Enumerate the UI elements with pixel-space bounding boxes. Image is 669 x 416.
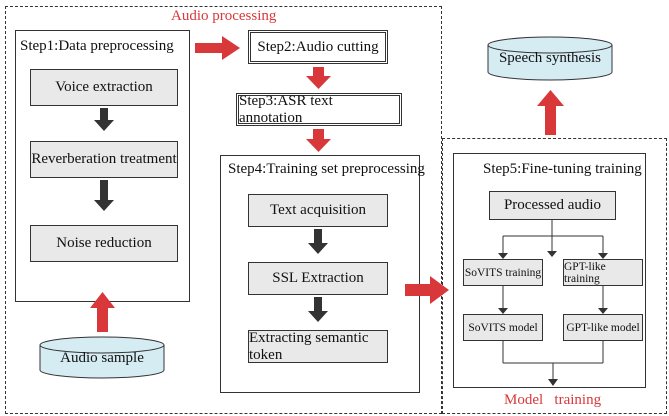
step4-item-text-acquisition: Text acquisition: [248, 194, 388, 227]
step1-dark-arrows: [94, 108, 114, 211]
arrow-text-to-ssl: [308, 229, 328, 254]
gpt-training-box: GPT-like training: [563, 259, 643, 286]
arrow-step5-to-synthesis: [537, 90, 564, 135]
arrow-ssl-to-semantic: [308, 297, 328, 322]
step3-box: Step3:ASR text annotation: [236, 93, 402, 126]
step5-title: Step5:Fine-tuning training: [483, 161, 642, 177]
arrow-step2-to-step3: [306, 67, 331, 89]
step1-item-noise-reduction: Noise reduction: [30, 225, 178, 262]
sovits-training-box: SoVITS training: [463, 259, 543, 286]
audio-sample-cylinder: [39, 336, 165, 379]
audio-processing-title: Audio processing: [167, 8, 281, 25]
model-training-region: [442, 138, 667, 414]
step4-title: Step4:Training set preprocessing: [228, 161, 425, 177]
speech-synthesis-label: Speech synthesis: [498, 50, 602, 66]
arrow-voice-to-reverb: [94, 108, 114, 131]
step2-box: Step2:Audio cutting: [248, 30, 388, 64]
step1-item-reverberation: Reverberation treatment: [30, 141, 178, 178]
processed-audio-box: Processed audio: [489, 191, 616, 220]
step1-item-voice-extraction: Voice extraction: [30, 69, 178, 106]
arrow-sample-to-step1: [90, 292, 115, 332]
arrow-step4-to-step5: [405, 276, 449, 304]
step5-connectors: [502, 220, 604, 380]
audio-sample-label: Audio sample: [60, 350, 144, 366]
speech-synthesis-cylinder: [487, 36, 613, 81]
audio-processing-region: [5, 6, 442, 414]
step5-arrowheads: [498, 251, 608, 386]
step4-dark-arrows: [308, 229, 328, 322]
arrow-step1-to-step2: [195, 36, 240, 60]
step4-item-semantic-token: Extracting semantic token: [248, 330, 388, 363]
model-training-title: Model training: [500, 392, 606, 409]
gpt-model-box: GPT-like model: [563, 314, 643, 341]
arrow-reverb-to-noise: [94, 180, 114, 211]
step1-title: Step1:Data preprocessing: [20, 38, 174, 54]
step4-item-ssl-extraction: SSL Extraction: [248, 262, 388, 295]
arrow-step3-to-step4: [306, 129, 331, 152]
sovits-model-box: SoVITS model: [463, 314, 543, 341]
